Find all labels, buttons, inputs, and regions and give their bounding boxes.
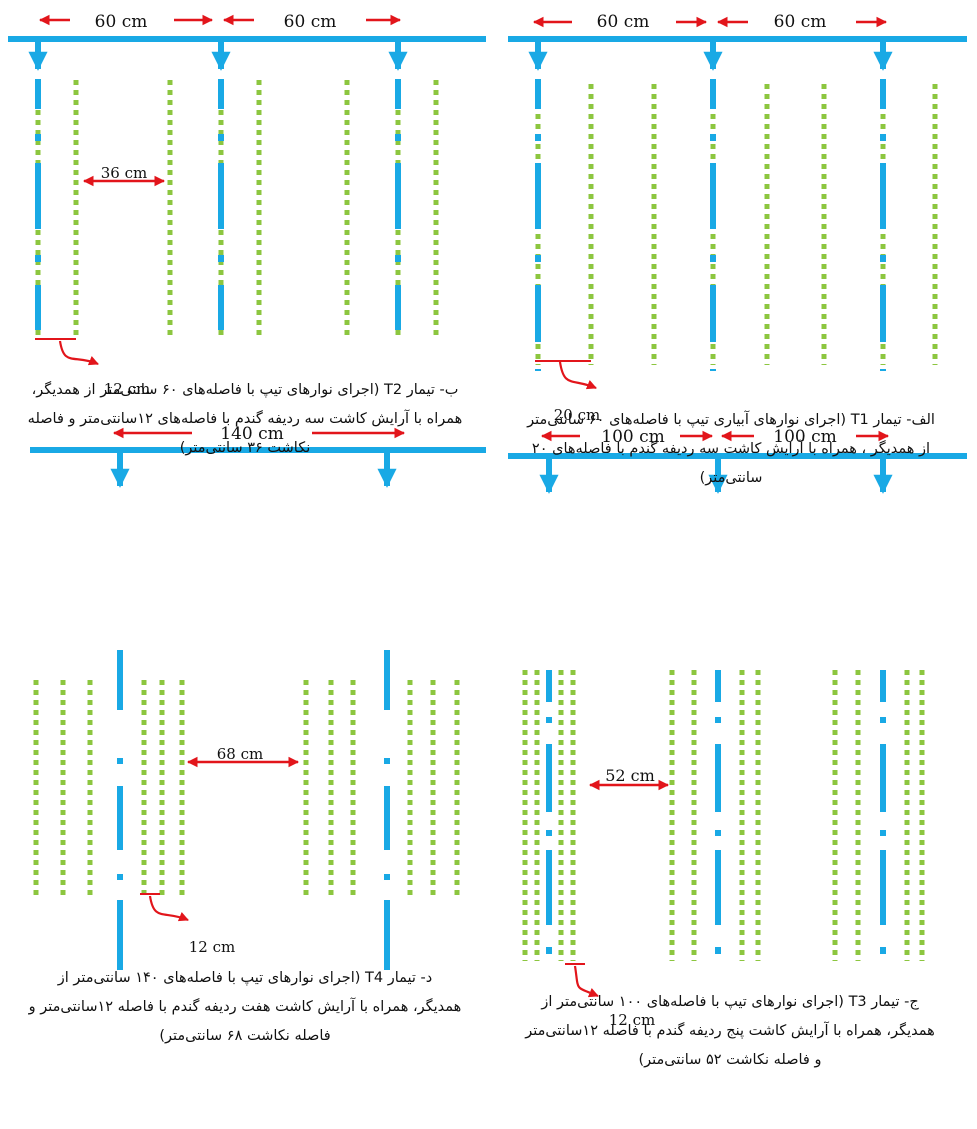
caption-line: همدیگر، همراه با آرایش کاشت پنج ردیفه گن… <box>525 1023 935 1039</box>
caption-treatment-t4: د- تیمار T4 (اجرای نوارهای تیپ با فاصله‌… <box>2 964 488 1051</box>
dimension-label: 60 cm <box>597 12 650 32</box>
dimension-label: 100 cm <box>601 427 665 447</box>
dimension-label: 60 cm <box>95 12 148 32</box>
caption-line: ج- تیمار T3 (اجرای نوارهای تیپ با فاصله‌… <box>541 994 919 1010</box>
caption-line: سانتی‌متر) <box>699 470 763 486</box>
caption-treatment-t1: الف- تیمار T1 (اجرای نوارهای آبیاری تیپ … <box>488 406 974 493</box>
caption-line: همدیگر، همراه با آرایش کاشت هفت ردیفه گن… <box>28 999 462 1015</box>
caption-treatment-t2: ب- تیمار T2 (اجرای نوارهای تیپ با فاصله‌… <box>2 376 488 463</box>
row-spacing-pointer <box>573 965 599 998</box>
row-spacing-pointer <box>58 340 99 366</box>
dimension-label: 60 cm <box>284 12 337 32</box>
gap-label: 52 cm <box>605 766 655 785</box>
gap-label: 68 cm <box>217 745 263 763</box>
row-spacing-label: 12 cm <box>104 380 150 398</box>
caption-line: همراه با آرایش کاشت سه ردیفه گندم با فاص… <box>27 411 463 427</box>
dimension-label: 60 cm <box>774 12 827 32</box>
caption-line: و فاصله نکاشت ۵۲ سانتی‌متر) <box>638 1052 822 1068</box>
dimension-label: 140 cm <box>220 424 284 444</box>
row-spacing-pointer <box>558 361 597 390</box>
caption-line: د- تیمار T4 (اجرای نوارهای تیپ با فاصله‌… <box>57 970 433 986</box>
row-spacing-label: 20 cm <box>554 406 600 424</box>
caption-line: ب- تیمار T2 (اجرای نوارهای تیپ با فاصله‌… <box>31 382 459 398</box>
row-spacing-label: 12 cm <box>189 938 235 956</box>
caption-line: الف- تیمار T1 (اجرای نوارهای آبیاری تیپ … <box>527 412 935 428</box>
gap-label: 36 cm <box>101 164 147 182</box>
row-spacing-label: 12 cm <box>609 1011 655 1029</box>
row-spacing-pointer <box>148 895 189 922</box>
caption-treatment-t3: ج- تیمار T3 (اجرای نوارهای تیپ با فاصله‌… <box>490 988 970 1075</box>
caption-line: نکاشت ۳۶ سانتی‌متر) <box>179 440 311 456</box>
caption-line: از همدیگر ، همراه با آرایش کاشت سه ردیفه… <box>531 441 931 457</box>
dimension-label: 100 cm <box>773 427 837 447</box>
caption-line: فاصله نکاشت ۶۸ سانتی‌متر) <box>159 1028 331 1044</box>
